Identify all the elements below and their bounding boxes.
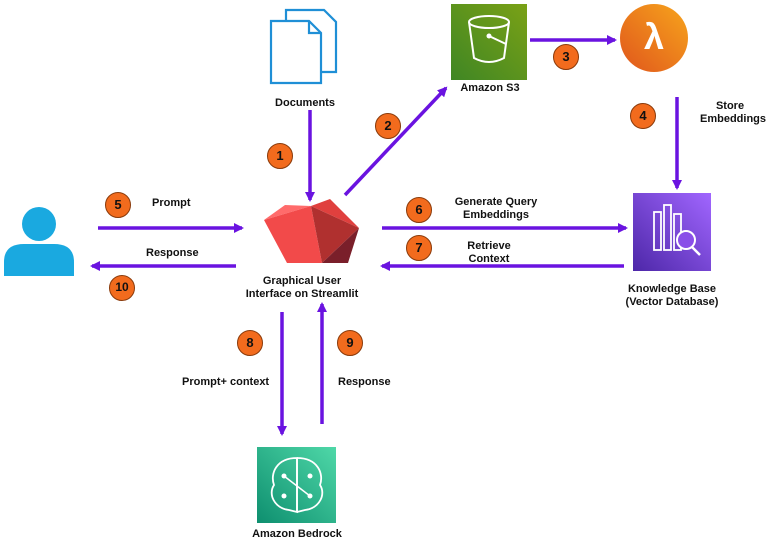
s3-label: Amazon S3 <box>460 82 520 94</box>
step-4-label: Store Embeddings <box>700 100 767 126</box>
step-5-badge: 5 <box>105 192 131 218</box>
step-4-label-line-2: Embeddings <box>700 113 767 125</box>
step-9-label: Response <box>338 376 391 388</box>
step-4-label-line-1: Store <box>715 100 745 112</box>
step-6-badge: 6 <box>406 197 432 223</box>
kb-label: Knowledge Base (Vector Database) <box>612 283 732 309</box>
step-6-label: Generate Query Embeddings <box>436 196 556 222</box>
step-3-badge: 3 <box>553 44 579 70</box>
step-7-label-line-2: Context <box>468 253 510 265</box>
step-8-badge: 8 <box>237 330 263 356</box>
documents-label: Documents <box>275 97 335 109</box>
s3-bucket-icon <box>451 4 527 80</box>
step-6-label-line-2: Embeddings <box>462 209 529 221</box>
step-10-label: Response <box>146 247 199 259</box>
bedrock-icon <box>257 447 336 523</box>
knowledge-base-icon <box>633 193 711 271</box>
arrow-2-gui-to-s3 <box>343 86 448 197</box>
document-icon <box>269 8 338 85</box>
step-7-badge: 7 <box>406 235 432 261</box>
step-8-label: Prompt+ context <box>182 376 270 388</box>
step-5-label: Prompt <box>152 197 191 209</box>
step-7-label-line-1: Retrieve <box>467 240 511 252</box>
step-9-badge: 9 <box>337 330 363 356</box>
gui-label-line-1: Graphical User <box>262 275 342 287</box>
kb-label-line-2: (Vector Database) <box>625 296 719 308</box>
step-6-label-line-1: Generate Query <box>454 196 538 208</box>
kb-label-line-1: Knowledge Base <box>627 283 717 295</box>
gui-label-line-2: Interface on Streamlit <box>245 288 359 300</box>
step-10-badge: 10 <box>109 275 135 301</box>
lambda-icon <box>620 4 688 72</box>
step-2-badge: 2 <box>375 113 401 139</box>
step-4-badge: 4 <box>630 103 656 129</box>
bedrock-label: Amazon Bedrock <box>252 528 342 540</box>
step-1-badge: 1 <box>267 143 293 169</box>
user-icon <box>4 207 74 276</box>
lambda-symbol: λ <box>643 16 665 57</box>
streamlit-icon <box>264 199 359 263</box>
gui-label: Graphical User Interface on Streamlit <box>232 275 372 301</box>
step-7-label: Retrieve Context <box>444 240 534 266</box>
